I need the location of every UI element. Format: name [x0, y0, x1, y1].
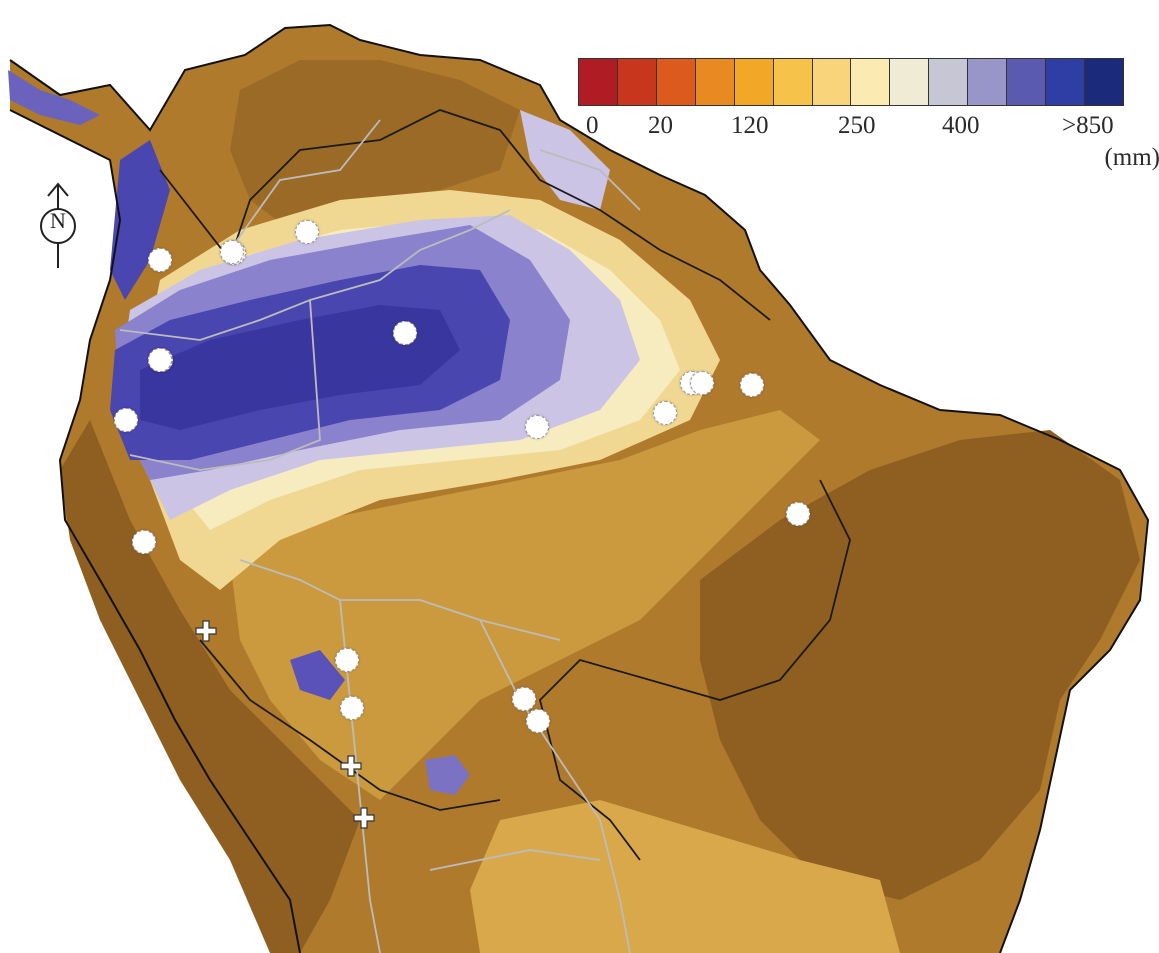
site-marker-circle [132, 530, 156, 554]
north-letter: N [50, 208, 66, 233]
site-marker-circle [393, 321, 417, 345]
site-marker-circle [148, 348, 172, 372]
site-marker-circle [653, 401, 677, 425]
legend-label-250: 250 [838, 112, 876, 139]
legend-swatch [929, 59, 969, 105]
site-marker-cross [340, 755, 362, 777]
site-marker-circle [690, 371, 714, 395]
zone-dry-north [230, 60, 520, 230]
zone-wet-small [425, 755, 470, 795]
legend-swatch [812, 59, 852, 105]
precipitation-legend: 0 20 120 250 400 >850 (mm) [578, 58, 1159, 171]
legend-swatch [890, 59, 930, 105]
legend-swatch [579, 59, 618, 105]
legend-swatch [1007, 59, 1047, 105]
legend-swatch [851, 59, 891, 105]
site-marker-circle [512, 687, 536, 711]
legend-swatch [734, 59, 774, 105]
country-borders [119, 119, 641, 953]
site-marker-circle [740, 373, 764, 397]
zone-wettest [140, 305, 460, 430]
legend-unit: (mm) [1104, 144, 1159, 171]
legend-color-bar [578, 58, 1124, 106]
zone-moderate [230, 410, 820, 800]
site-marker-circle [295, 220, 319, 244]
legend-label-400: 400 [942, 112, 980, 139]
legend-label-850: >850 [1062, 112, 1114, 139]
legend-swatch [968, 59, 1008, 105]
legend-label-120: 120 [731, 112, 769, 139]
legend-swatch [695, 59, 735, 105]
site-marker-circle [786, 502, 810, 526]
legend-swatch [1046, 59, 1085, 105]
site-marker-cross [195, 620, 217, 642]
legend-swatch [656, 59, 696, 105]
site-marker-circle [340, 696, 364, 720]
legend-swatch [617, 59, 657, 105]
zone-lavender-north [520, 110, 610, 210]
legend-label-20: 20 [648, 112, 673, 139]
zone-wet-bolivia [290, 650, 345, 700]
site-marker-circle [525, 415, 549, 439]
zone-dry-east [700, 430, 1140, 900]
legend-swatch [773, 59, 813, 105]
zone-wet-andes [110, 140, 170, 300]
site-marker-cross [353, 807, 375, 829]
zone-moderate-south [470, 800, 900, 953]
site-marker-circle [148, 248, 172, 272]
site-marker-circle [526, 709, 550, 733]
site-marker-circle [335, 648, 359, 672]
legend-label-0: 0 [586, 112, 599, 139]
coastline [9, 23, 1150, 953]
zone-wet-central-america [8, 70, 100, 125]
zone-dry-andes [60, 420, 360, 953]
site-marker-circle [114, 408, 138, 432]
north-arrow: N [32, 180, 84, 272]
legend-swatch [1084, 59, 1123, 105]
north-arrow-icon [40, 182, 76, 268]
site-marker-circle [220, 240, 244, 264]
